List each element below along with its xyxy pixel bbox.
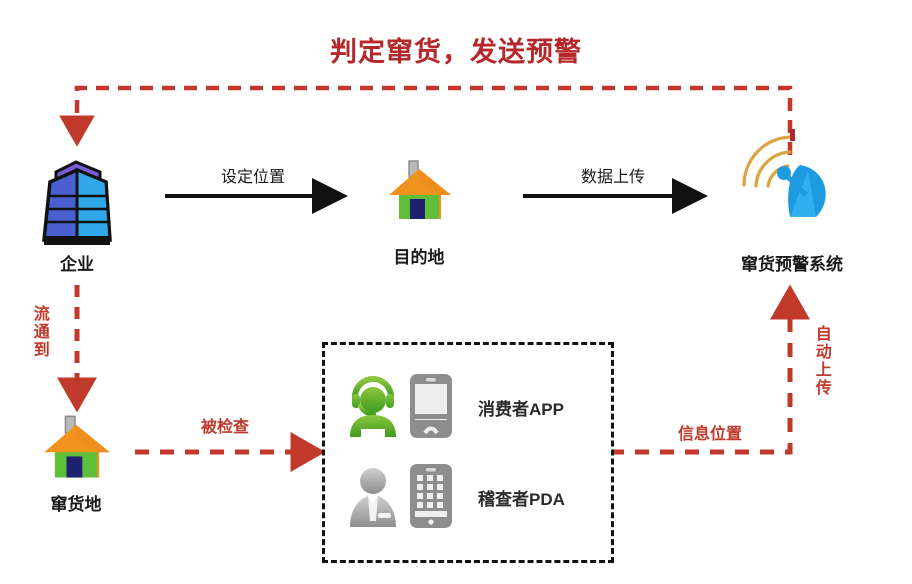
house-icon: [38, 410, 114, 486]
edge-label-inspected: 被检查: [200, 419, 249, 436]
box-item-label-inspector-pda: 稽查者PDA: [478, 490, 565, 509]
edge-label-data-upload: 数据上传: [580, 169, 645, 186]
node-label-system: 窜货预警系统: [741, 255, 843, 274]
edge-label-info-location: 信息位置: [677, 426, 742, 443]
edge-label-flow-to: 流通到: [30, 305, 48, 359]
smartphone-icon: [409, 373, 453, 439]
satellite-dish-icon: [730, 125, 850, 245]
edge-alert-return: [59, 85, 793, 155]
diagram-title: 判定窜货，发送预警: [330, 37, 582, 67]
headset-person-icon: [345, 375, 401, 437]
node-label-enterprise: 企业: [60, 255, 94, 274]
node-label-destination: 目的地: [393, 248, 445, 267]
house-icon: [383, 155, 455, 227]
pda-device-icon: [409, 463, 453, 529]
box-item-label-consumer-app: 消费者APP: [478, 400, 564, 419]
suit-person-icon: [345, 465, 401, 527]
edge-label-set-location: 设定位置: [220, 169, 285, 186]
node-label-diverted: 窜货地: [50, 495, 102, 514]
edge-label-auto-upload: 自动上传: [812, 325, 830, 397]
office-building-icon: [30, 140, 124, 250]
